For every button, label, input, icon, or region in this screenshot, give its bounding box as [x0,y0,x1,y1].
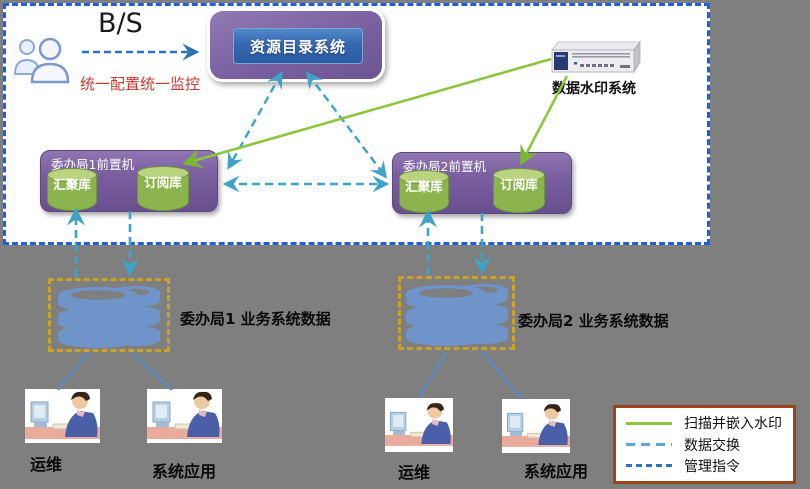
agency1-data-label: 委办局1 业务系统数据 [180,310,331,328]
legend-label: 管理指令 [684,458,740,475]
agency2-app-label: 系统应用 [524,462,589,481]
legend-line-solid-green [626,421,672,425]
legend-label: 扫描并嵌入水印 [684,416,782,433]
agency1-frontend-box: 委办局1前置机 汇聚库 订阅库 [40,150,218,212]
person-at-computer-icon [385,398,453,452]
resource-directory-box: 资源目录系统 [207,8,385,82]
agency2-sub-db-cylinder: 订阅库 [493,168,545,213]
agency1-hub-db-cylinder: 汇聚库 [47,168,97,211]
agency1-hub-db-label: 汇聚库 [53,177,91,192]
agency1-sub-db-label: 订阅库 [144,175,182,190]
legend-item-mgmt-command: 管理指令 [626,456,783,476]
agency1-ops-label: 运维 [30,455,63,474]
user-access-lines [57,351,522,399]
legend-box: 扫描并嵌入水印 数据交换 管理指令 [613,405,796,484]
person-at-computer-icon [502,399,570,453]
agency1-sub-db-cylinder: 订阅库 [137,166,189,211]
legend-line-dashed-blue [626,464,672,468]
legend-item-data-exchange: 数据交换 [626,435,783,455]
agency2-hub-db-label: 汇聚库 [405,179,443,194]
watermark-system-label: 数据水印系统 [552,81,636,97]
agency2-sub-db-label: 订阅库 [500,177,538,192]
bs-label: B/S [98,8,143,39]
agency2-data-label: 委办局2 业务系统数据 [518,312,669,330]
person-at-computer-icon [25,389,100,443]
agency2-hub-db-cylinder: 汇聚库 [399,170,449,213]
unified-config-label: 统一配置统一监控 [80,75,201,93]
legend-line-dashed-teal [626,443,672,446]
agency2-frontend-box: 委办局2前置机 汇聚库 订阅库 [392,152,572,214]
agency1-app-label: 系统应用 [152,462,217,481]
legend-item-watermark: 扫描并嵌入水印 [626,413,783,433]
person-at-computer-icon [147,389,222,443]
agency1-data-box [48,278,170,352]
legend-label: 数据交换 [684,437,740,454]
agency2-ops-label: 运维 [398,463,431,482]
agency2-data-box [398,276,515,350]
resource-directory-label: 资源目录系统 [233,28,363,64]
